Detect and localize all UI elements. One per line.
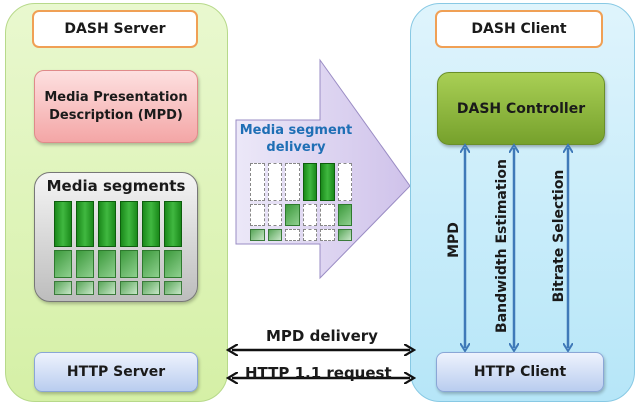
segment-slot-empty bbox=[320, 204, 335, 226]
segment-delivered-small bbox=[250, 229, 265, 241]
segment-slot-empty bbox=[302, 229, 317, 241]
mpd-delivery-label: MPD delivery bbox=[266, 327, 378, 345]
segment-medium bbox=[120, 250, 138, 278]
segment-small bbox=[120, 281, 138, 295]
segment-large bbox=[98, 201, 116, 247]
bandwidth-estimation-label: Bandwidth Estimation bbox=[494, 159, 510, 333]
segment-delivered-small bbox=[337, 229, 352, 241]
segment-slot-empty bbox=[250, 204, 265, 226]
media-segments-box: Media segments bbox=[34, 172, 198, 302]
segment-delivered-medium bbox=[337, 204, 352, 226]
dash-client-panel bbox=[410, 3, 635, 402]
segment-small bbox=[98, 281, 116, 295]
segment-large bbox=[164, 201, 182, 247]
segment-small bbox=[54, 281, 72, 295]
segment-delivered-small bbox=[267, 229, 282, 241]
segment-medium bbox=[164, 250, 182, 278]
segment-medium bbox=[54, 250, 72, 278]
media-segments-label: Media segments bbox=[46, 177, 186, 195]
segment-slot-empty bbox=[285, 229, 300, 241]
segment-delivered-large bbox=[302, 163, 317, 201]
dash-server-title-text: DASH Server bbox=[64, 21, 166, 37]
controller-links bbox=[410, 140, 635, 360]
http-client-label: HTTP Client bbox=[473, 364, 567, 380]
segment-small bbox=[142, 281, 160, 295]
segment-slot-empty bbox=[320, 229, 335, 241]
mpd-box: Media Presentation Description (MPD) bbox=[34, 70, 198, 143]
segment-slot-empty bbox=[250, 163, 265, 201]
segment-delivered-large bbox=[320, 163, 335, 201]
segment-large bbox=[76, 201, 94, 247]
connection-arrows bbox=[226, 340, 416, 390]
mpd-link-label: MPD bbox=[446, 222, 462, 258]
http-client-box: HTTP Client bbox=[436, 352, 604, 392]
segment-medium bbox=[98, 250, 116, 278]
dash-server-title: DASH Server bbox=[32, 10, 198, 48]
segment-large bbox=[54, 201, 72, 247]
dash-controller-box: DASH Controller bbox=[437, 72, 605, 145]
segment-small bbox=[76, 281, 94, 295]
dash-client-title: DASH Client bbox=[435, 10, 603, 48]
delivered-segments-grid bbox=[250, 163, 352, 241]
segment-slot-empty bbox=[267, 163, 282, 201]
http-request-label: HTTP 1.1 request bbox=[245, 364, 392, 382]
http-server-box: HTTP Server bbox=[34, 352, 198, 392]
bitrate-selection-label: Bitrate Selection bbox=[551, 169, 567, 303]
media-segment-delivery-label: Media segment delivery bbox=[239, 123, 353, 155]
segment-medium bbox=[142, 250, 160, 278]
http-server-label: HTTP Server bbox=[66, 364, 166, 380]
segment-slot-empty bbox=[285, 163, 300, 201]
segment-large bbox=[120, 201, 138, 247]
segment-medium bbox=[76, 250, 94, 278]
segment-slot-empty bbox=[302, 204, 317, 226]
mpd-label: Media Presentation Description (MPD) bbox=[44, 89, 188, 123]
segment-delivered-medium bbox=[285, 204, 300, 226]
segment-small bbox=[164, 281, 182, 295]
segment-large bbox=[142, 201, 160, 247]
segment-slot-empty bbox=[337, 163, 352, 201]
dash-controller-label: DASH Controller bbox=[456, 100, 586, 117]
segment-slot-empty bbox=[267, 204, 282, 226]
dash-client-title-text: DASH Client bbox=[471, 21, 567, 37]
media-segments-grid bbox=[54, 201, 182, 295]
